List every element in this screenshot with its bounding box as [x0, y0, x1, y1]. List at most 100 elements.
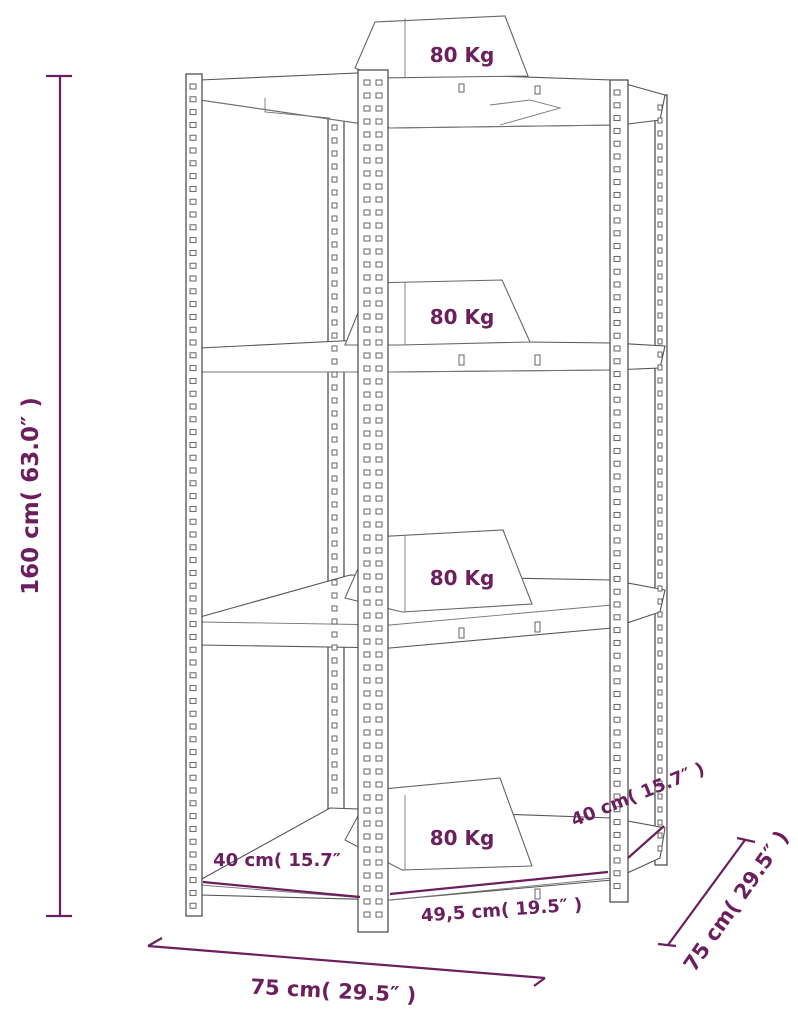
depth-left-dimension: 40 cm( 15.7″ — [202, 850, 361, 899]
post-hole — [189, 301, 197, 308]
post-hole — [375, 599, 383, 606]
post-hole — [613, 179, 621, 186]
post-hole — [363, 196, 371, 203]
post-hole — [375, 118, 383, 125]
post-hole — [613, 767, 621, 774]
post-hole — [189, 800, 197, 807]
post-hole — [363, 599, 371, 606]
post-hole — [363, 287, 371, 294]
post-hole — [363, 365, 371, 372]
post-hole — [189, 83, 197, 90]
post-hole — [363, 768, 371, 775]
post-hole — [613, 486, 621, 493]
post-hole — [363, 352, 371, 359]
lower-middle-load-box: 80 Kg — [344, 529, 533, 613]
post-hole — [613, 780, 621, 787]
lower-middle-load-label: 80 Kg — [430, 566, 495, 590]
post-hole — [189, 710, 197, 717]
post-hole — [189, 672, 197, 679]
post-hole — [375, 404, 383, 411]
post-hole — [375, 833, 383, 840]
post-hole — [375, 586, 383, 593]
post-hole — [363, 898, 371, 905]
post-perforations — [189, 79, 663, 918]
post-hole — [363, 755, 371, 762]
post-hole — [375, 521, 383, 528]
post-hole — [613, 511, 621, 518]
post-hole — [331, 631, 338, 638]
post-hole — [613, 819, 621, 826]
post-hole — [189, 557, 197, 564]
post-hole — [331, 774, 338, 781]
post-hole — [363, 560, 371, 567]
post-hole — [331, 436, 338, 443]
post-hole — [189, 467, 197, 474]
post-hole — [375, 560, 383, 567]
post-hole — [375, 443, 383, 450]
post-hole — [331, 735, 338, 742]
post-hole — [363, 118, 371, 125]
post-hole — [657, 676, 663, 683]
post-hole — [363, 131, 371, 138]
depth-left-label: 40 cm( 15.7″ — [213, 850, 341, 871]
shelf-clips — [458, 83, 541, 900]
post-hole — [331, 280, 338, 287]
post-hole — [363, 222, 371, 229]
post-hole — [613, 742, 621, 749]
post-hole — [363, 469, 371, 476]
post-hole — [363, 235, 371, 242]
post-hole — [657, 572, 663, 579]
post-hole — [363, 495, 371, 502]
post-hole — [613, 115, 621, 122]
post-hole — [657, 234, 663, 241]
post-hole — [613, 870, 621, 877]
post-hole — [189, 185, 197, 192]
post-hole — [375, 274, 383, 281]
post-hole — [375, 768, 383, 775]
post-hole — [657, 728, 663, 735]
post-hole — [375, 703, 383, 710]
post-hole — [363, 443, 371, 450]
post-hole — [375, 235, 383, 242]
post-hole — [331, 553, 338, 560]
post-hole — [375, 911, 383, 918]
post-hole — [657, 494, 663, 501]
post-hole — [613, 191, 621, 198]
post-hole — [189, 429, 197, 436]
post-hole — [657, 442, 663, 449]
post-hole — [375, 573, 383, 580]
corner-width-label: 49,5 cm( 19.5″ ) — [420, 894, 583, 926]
post-hole — [189, 582, 197, 589]
post-hole — [189, 173, 197, 180]
post-hole — [375, 677, 383, 684]
post-hole — [331, 319, 338, 326]
post-hole — [189, 416, 197, 423]
post-hole — [363, 911, 371, 918]
post-hole — [189, 736, 197, 743]
post-hole — [363, 690, 371, 697]
post-hole — [363, 742, 371, 749]
post-hole — [189, 198, 197, 205]
post-hole — [613, 345, 621, 352]
post-hole — [375, 690, 383, 697]
post-hole — [613, 793, 621, 800]
post-hole — [363, 105, 371, 112]
post-hole — [363, 885, 371, 892]
post-hole — [657, 130, 663, 137]
post-hole — [657, 403, 663, 410]
post-hole — [375, 287, 383, 294]
post-hole — [189, 544, 197, 551]
post-hole — [613, 89, 621, 96]
post-hole — [363, 872, 371, 879]
post-hole — [613, 499, 621, 506]
post-hole — [613, 319, 621, 326]
post-hole — [331, 748, 338, 755]
post-hole — [189, 697, 197, 704]
post-hole — [375, 144, 383, 151]
post-hole — [657, 299, 663, 306]
post-hole — [657, 117, 663, 124]
post-hole — [189, 902, 197, 909]
post-hole — [331, 137, 338, 144]
post-hole — [331, 241, 338, 248]
post-hole — [189, 121, 197, 128]
